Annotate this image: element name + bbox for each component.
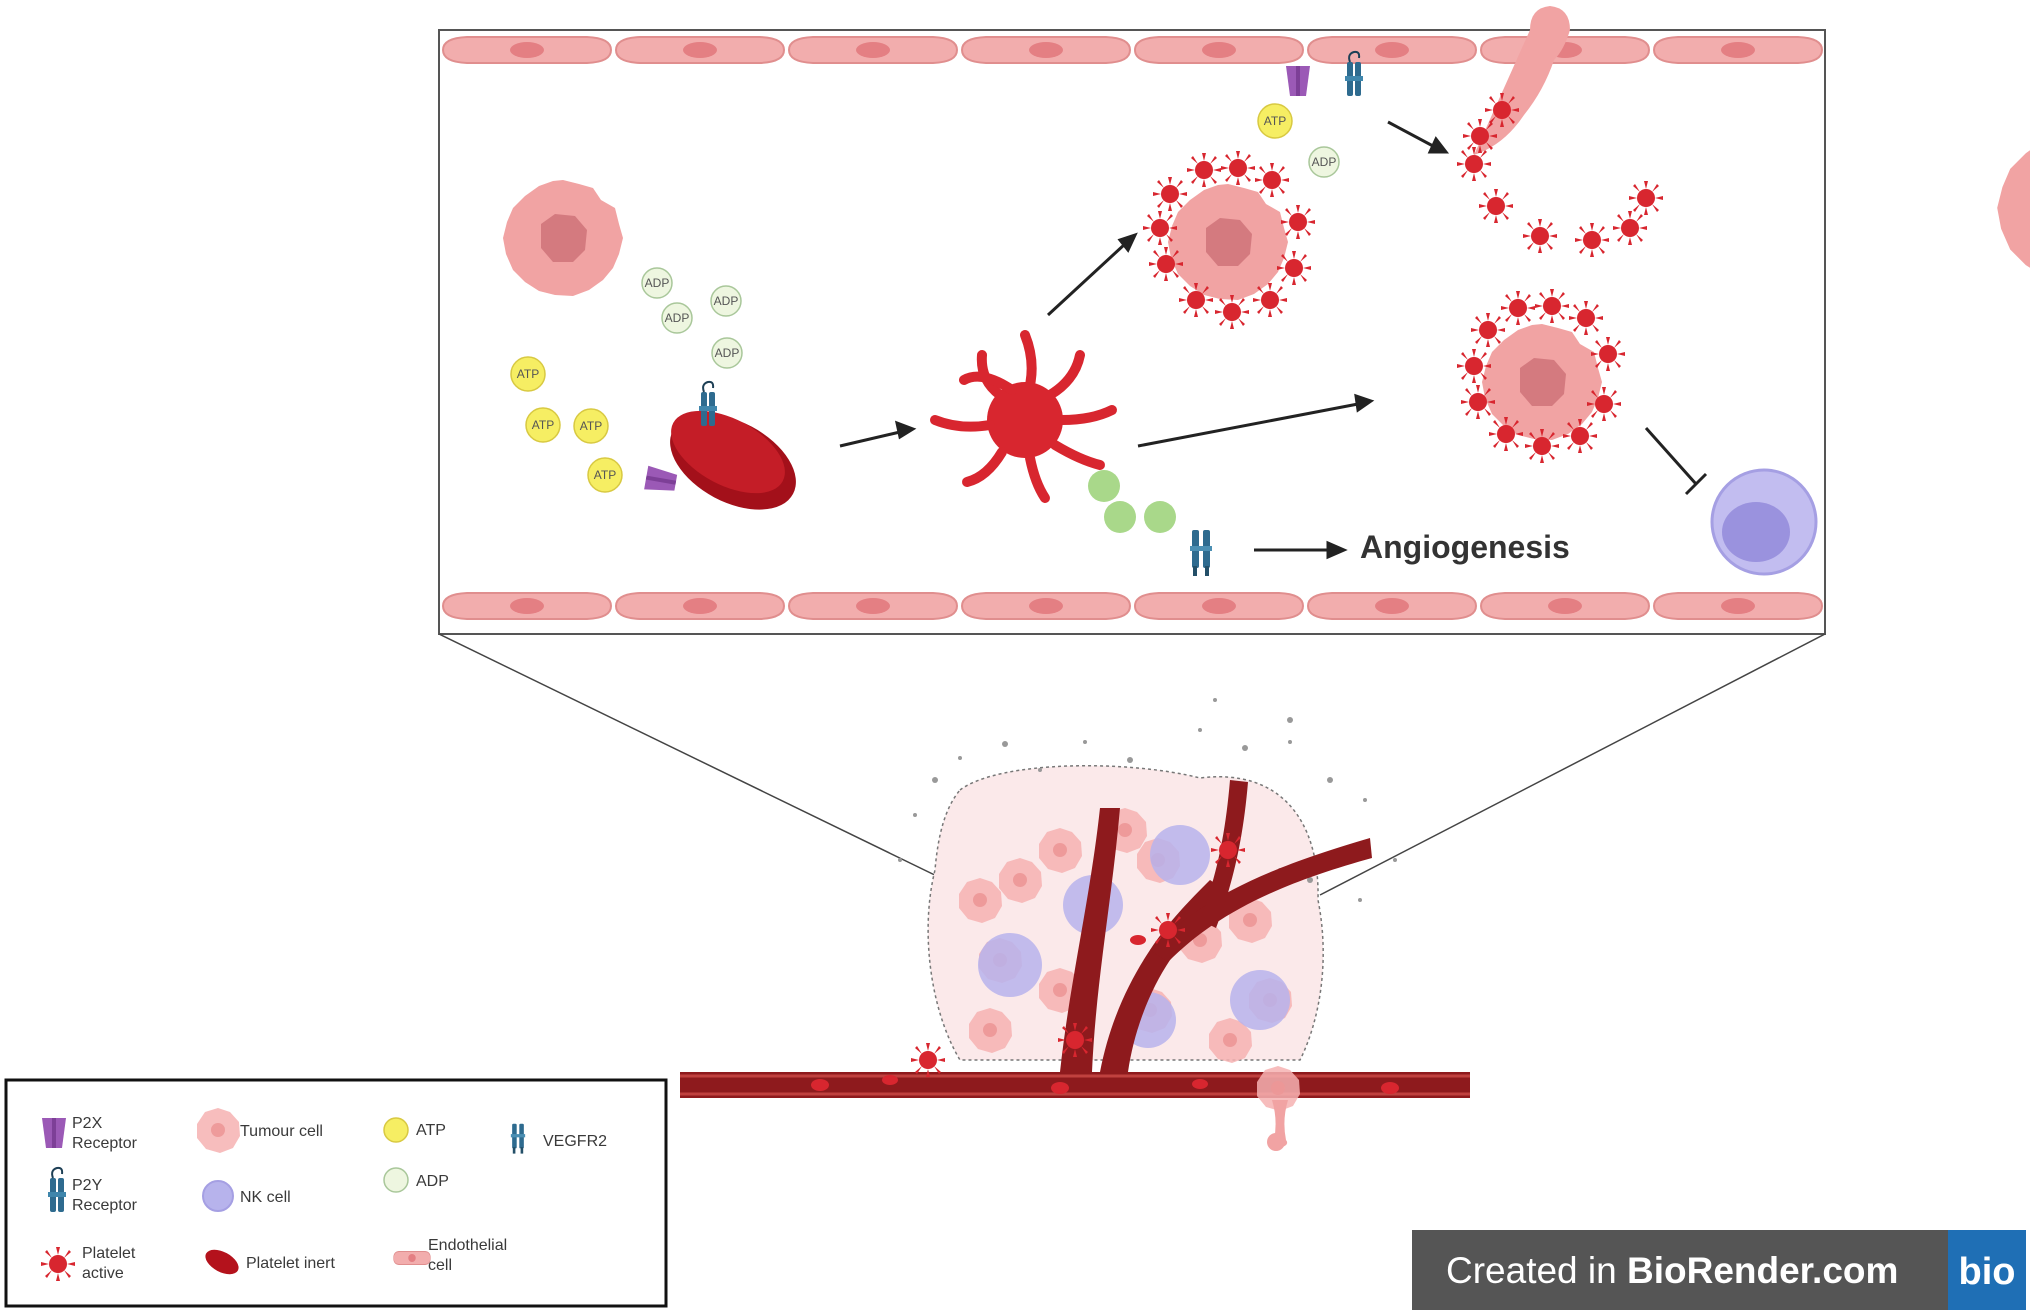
biorender-badge: Created in BioRender.com bio	[1412, 1230, 2026, 1310]
svg-text:ATP: ATP	[532, 418, 554, 432]
svg-text:ADP: ADP	[1312, 155, 1337, 169]
adp-molecules: ADP ADP ADP ADP ADP	[641, 146, 1340, 369]
svg-text:Platelet inert: Platelet inert	[246, 1255, 335, 1272]
svg-text:Receptor: Receptor	[72, 1135, 138, 1152]
svg-text:ADP: ADP	[416, 1173, 449, 1190]
legend-item-endothelial: Endothelial cell	[393, 1237, 507, 1274]
arrows	[839, 120, 1708, 560]
svg-text:ADP: ADP	[715, 346, 740, 360]
blood-vessel-network	[680, 780, 1470, 1151]
svg-text:ATP: ATP	[1264, 114, 1286, 128]
biorender-logo: bio	[1959, 1251, 2016, 1293]
legend-item-platelet-active: Platelet active	[41, 1245, 136, 1282]
svg-text:ATP: ATP	[416, 1122, 446, 1139]
svg-text:ADP: ADP	[645, 276, 670, 290]
extravasating-cell-bottom	[1257, 1066, 1300, 1151]
p2x-icon	[42, 1118, 66, 1148]
tumour-extravasating	[1457, 6, 2030, 284]
inset-box	[438, 29, 1826, 635]
adp-icon	[383, 1167, 409, 1193]
svg-text:ADP: ADP	[714, 294, 739, 308]
svg-text:ATP: ATP	[594, 468, 616, 482]
badge-logo-box	[1948, 1230, 2026, 1310]
svg-text:VEGFR2: VEGFR2	[543, 1133, 607, 1150]
legend-item-nk: NK cell	[202, 1180, 291, 1212]
svg-text:NK cell: NK cell	[240, 1189, 291, 1206]
endothelial-cell-icon	[393, 1251, 431, 1265]
svg-text:ATP: ATP	[517, 367, 539, 381]
badge-text: Created in BioRender.com	[1446, 1250, 1898, 1291]
svg-text:Receptor: Receptor	[72, 1197, 138, 1214]
p2x-receptor-top	[1286, 66, 1310, 96]
platelet-active-icon	[41, 1247, 75, 1281]
inhibition-arrow	[1644, 427, 1698, 485]
nk-cell-icon	[202, 1180, 234, 1212]
platelet-inert-icon	[205, 1249, 239, 1275]
platelet-activated-large	[930, 330, 1117, 503]
legend: P2X Receptor P2Y Receptor Platelet activ…	[4, 1078, 668, 1308]
green-granules	[1088, 470, 1176, 533]
svg-text:ATP: ATP	[580, 419, 602, 433]
badge-background	[1412, 1230, 1948, 1310]
svg-text:active: active	[82, 1265, 124, 1282]
tumour-microenvironment	[898, 698, 1397, 1063]
legend-item-adp: ADP	[383, 1167, 449, 1193]
svg-text:P2Y: P2Y	[72, 1177, 103, 1194]
svg-text:P2X: P2X	[72, 1115, 103, 1132]
atp-molecules: ATP ATP ATP ATP ATP	[510, 103, 1293, 493]
legend-item-vegfr2: VEGFR2	[510, 1123, 607, 1154]
atp-icon	[383, 1117, 409, 1143]
svg-text:cell: cell	[428, 1257, 452, 1274]
legend-item-atp: ATP	[383, 1117, 446, 1143]
zoom-guide-lines	[438, 633, 1826, 896]
legend-item-tumour: Tumour cell	[197, 1108, 323, 1153]
svg-text:Tumour cell: Tumour cell	[240, 1123, 323, 1140]
angiogenesis-label: Angiogenesis	[1360, 529, 1570, 565]
legend-item-platelet-inert: Platelet inert	[205, 1249, 335, 1275]
nk-cell	[1710, 468, 1818, 576]
legend-item-p2y: P2Y Receptor	[47, 1166, 138, 1214]
legend-item-p2x: P2X Receptor	[42, 1115, 138, 1152]
svg-text:ADP: ADP	[665, 311, 690, 325]
svg-text:Platelet: Platelet	[82, 1245, 136, 1262]
platelet-inert-cell	[644, 380, 796, 510]
legend-box	[4, 1078, 668, 1308]
svg-text:Endothelial: Endothelial	[428, 1237, 507, 1254]
